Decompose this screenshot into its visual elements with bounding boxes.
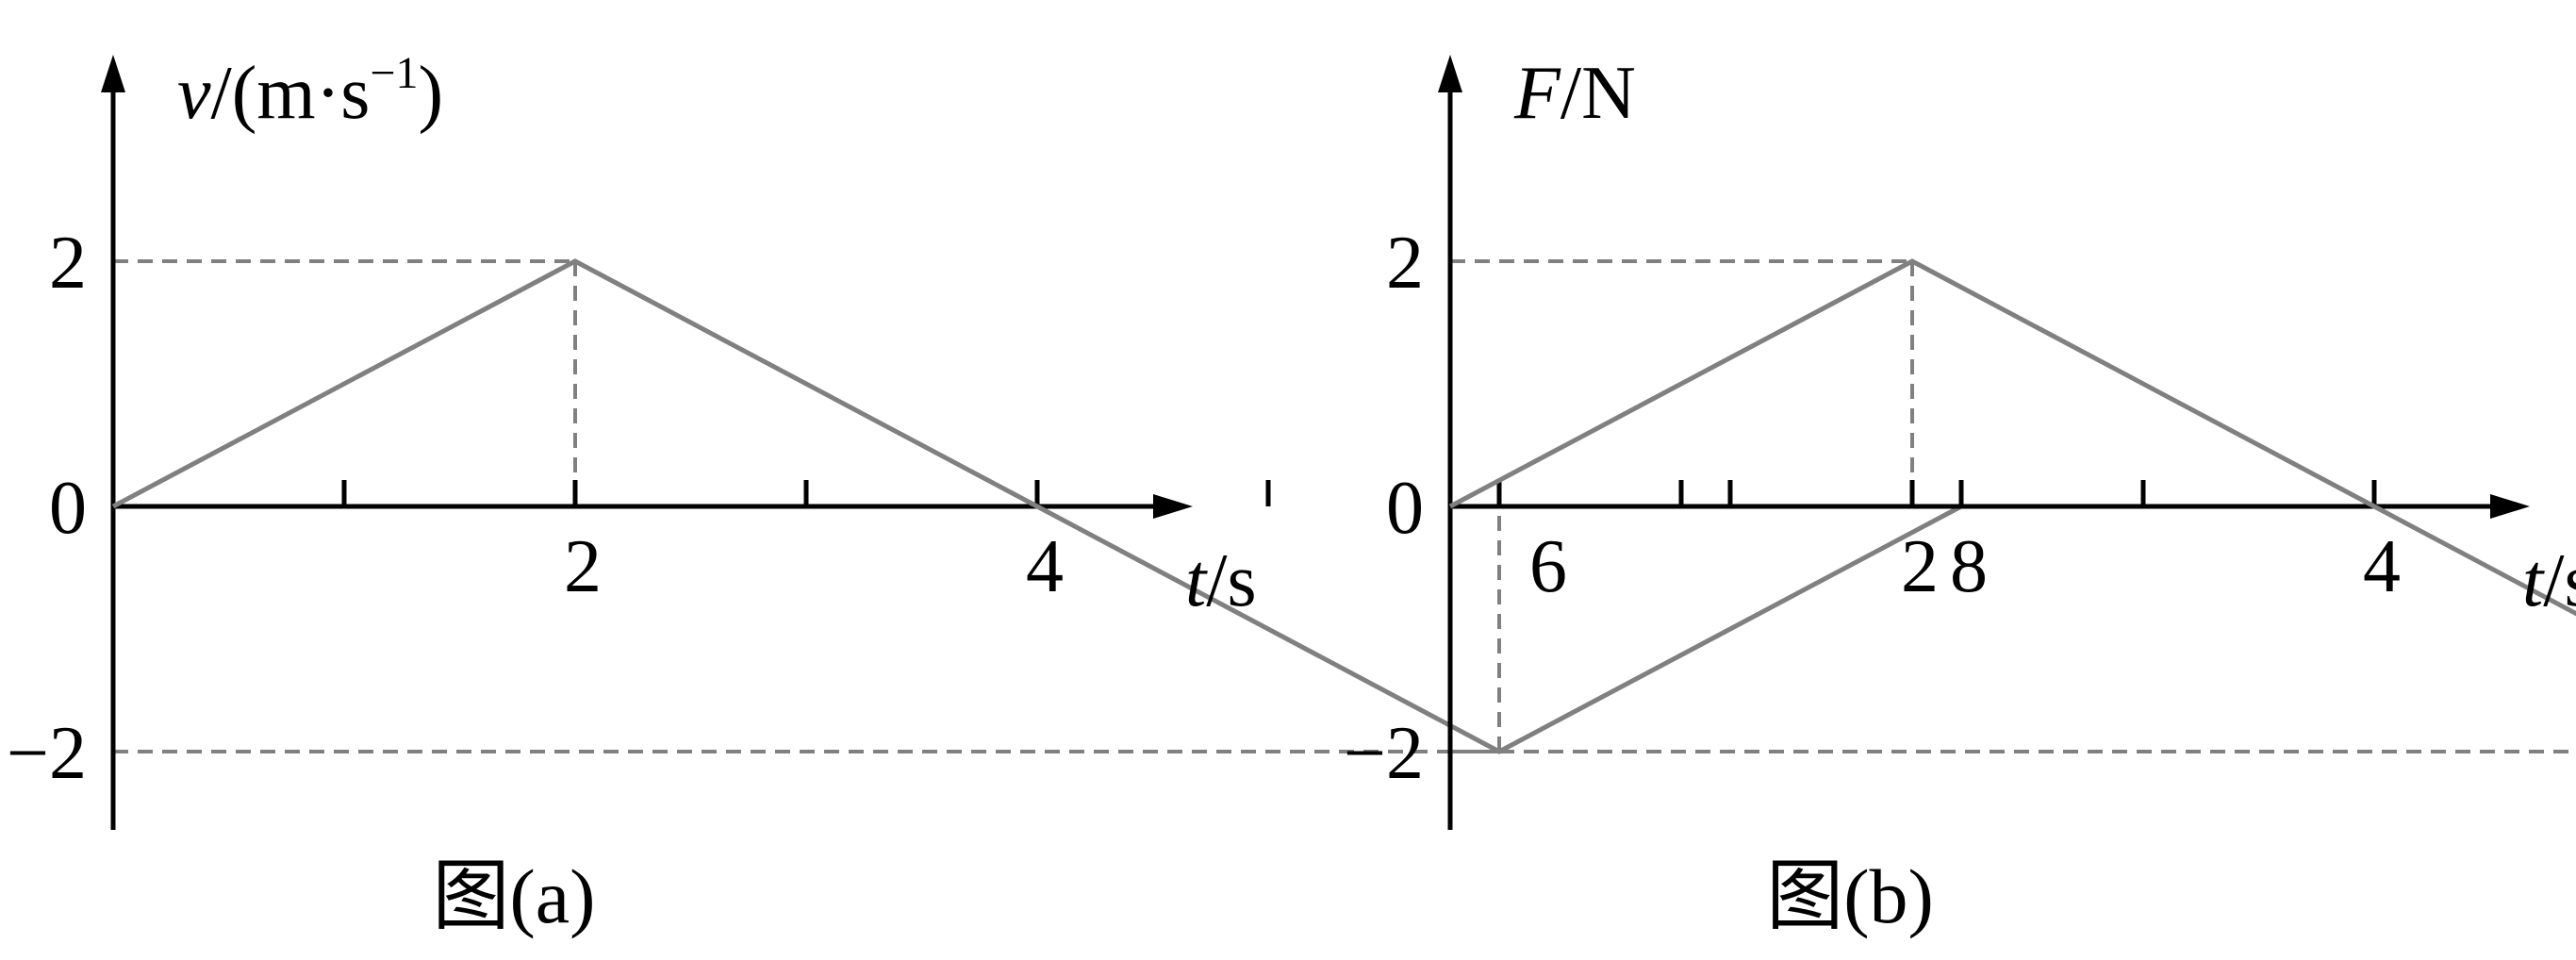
y-axis-arrow: [1438, 55, 1462, 92]
y-tick-label: 2: [49, 222, 87, 305]
y-tick-label: 0: [49, 467, 87, 550]
y-axis-label: v/(m·s−1): [177, 48, 443, 135]
x-tick-label: 8: [1950, 525, 1988, 608]
y-tick-label: 0: [1386, 467, 1424, 550]
x-axis-arrow: [2490, 494, 2530, 519]
y-axis-label: F/N: [1513, 52, 1636, 135]
series-line-0: [1448, 258, 2576, 617]
x-tick-label: 4: [2363, 525, 2401, 608]
figure-caption: 图(a): [432, 853, 595, 939]
series-line-0: [111, 258, 1963, 754]
y-tick-label: −2: [1344, 712, 1424, 795]
figure-caption: 图(b): [1766, 853, 1934, 939]
x-tick-label: 6: [1529, 525, 1567, 608]
x-tick-label: 4: [1026, 525, 1064, 608]
x-axis-arrow: [1153, 494, 1193, 519]
x-tick-label: 2: [1901, 525, 1939, 608]
x-tick-label: 2: [564, 525, 602, 608]
y-axis-arrow: [101, 55, 125, 92]
y-tick-label: −2: [7, 712, 87, 795]
y-tick-label: 2: [1386, 222, 1424, 305]
x-axis-label: t/s: [2522, 539, 2576, 622]
x-axis-label: t/s: [1185, 539, 1257, 622]
